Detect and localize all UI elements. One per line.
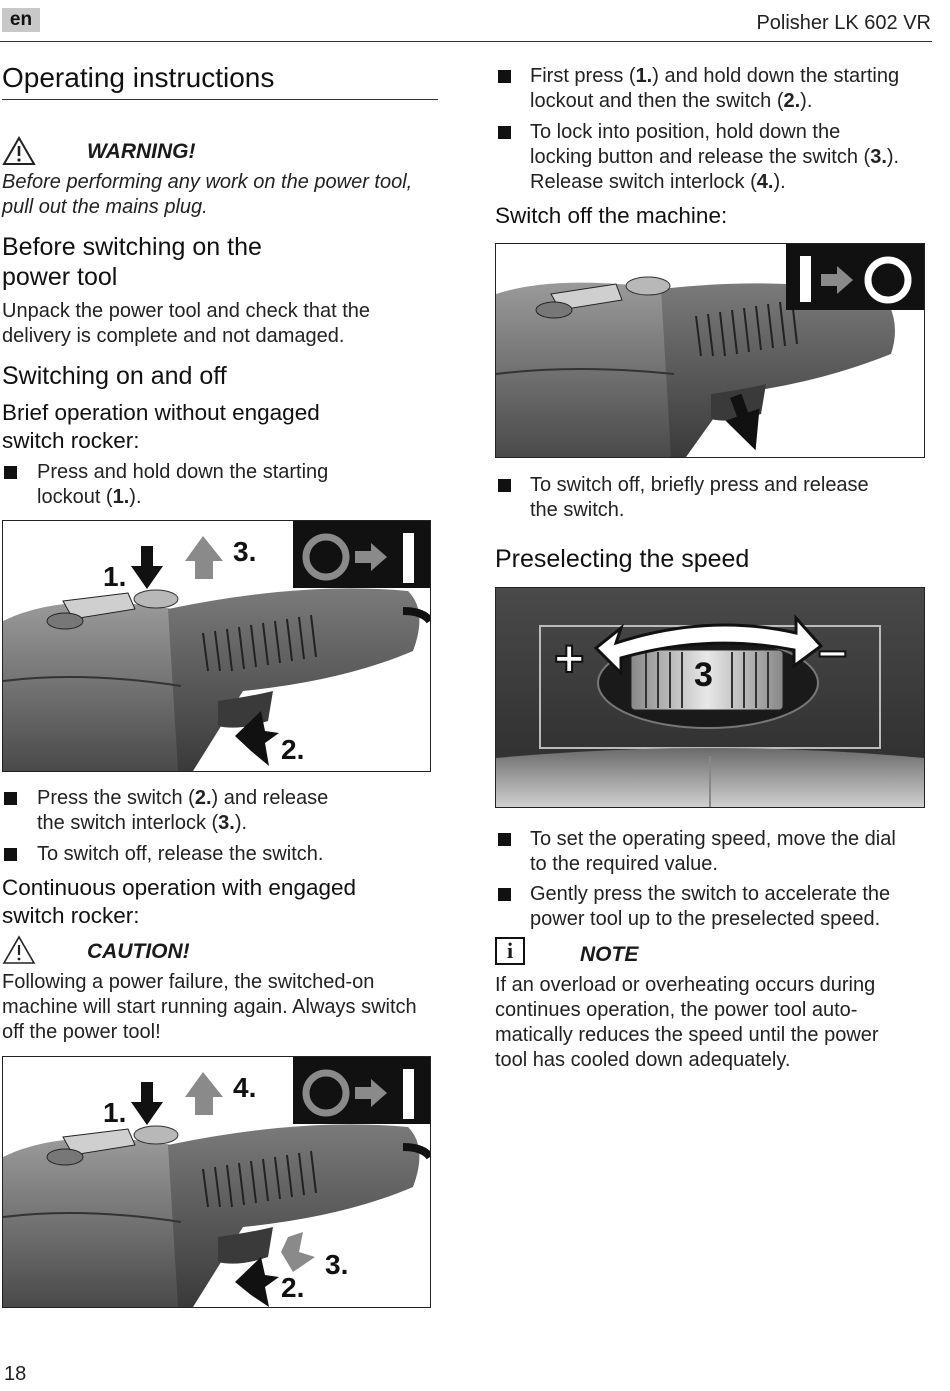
right-b4-line1: To set the operating speed, move the dia… bbox=[530, 828, 896, 850]
preselect-heading: Preselecting the speed bbox=[495, 545, 750, 573]
before-heading-line1: Before switching on the bbox=[2, 233, 262, 261]
fig1-label-1: 1. bbox=[103, 561, 126, 592]
fig1-label-2: 2. bbox=[281, 734, 304, 765]
switch-off-heading: Switch off the machine: bbox=[495, 203, 728, 228]
note-text-line2: continues operation, the power tool auto… bbox=[495, 999, 858, 1021]
note-text-line4: tool has cooled down adequately. bbox=[495, 1049, 791, 1071]
figure-switch-on-brief: 1. 2. 3. bbox=[2, 520, 431, 772]
right-b5-line2: power tool up to the preselected speed. bbox=[530, 908, 881, 930]
switching-heading: Switching on and off bbox=[2, 362, 227, 390]
warning-text-line2: pull out the mains plug. bbox=[2, 196, 208, 218]
bullet-marker bbox=[498, 479, 511, 492]
right-b3-line1: To switch off, briefly press and release bbox=[530, 474, 869, 496]
warning-label: WARNING! bbox=[87, 140, 196, 163]
right-b1-line1: First press (1.) and hold down the start… bbox=[530, 65, 900, 87]
dial-minus-sign: – bbox=[818, 622, 847, 680]
figure-speed-dial: + – 3 bbox=[495, 587, 925, 808]
page-number: 18 bbox=[4, 1363, 27, 1385]
before-text-line2: delivery is complete and not damaged. bbox=[2, 325, 345, 347]
caution-icon bbox=[2, 935, 36, 970]
bullet-marker bbox=[498, 70, 511, 83]
note-label: NOTE bbox=[580, 943, 639, 966]
caution-text-line1: Following a power failure, the switched-… bbox=[2, 971, 375, 993]
bullet1-line1: Press and hold down the starting bbox=[37, 461, 329, 483]
fig1-label-3: 3. bbox=[233, 536, 256, 567]
info-icon: i bbox=[495, 937, 525, 965]
before-heading-line2: power tool bbox=[2, 263, 118, 291]
caution-text-line3: off the power tool! bbox=[2, 1021, 161, 1043]
caution-label: CAUTION! bbox=[87, 940, 190, 963]
right-b4-line2: to the required value. bbox=[530, 853, 718, 875]
dial-value: 3 bbox=[694, 656, 713, 694]
right-b3-line2: the switch. bbox=[530, 499, 625, 521]
warning-icon bbox=[2, 135, 36, 171]
brief-heading-line2: switch rocker: bbox=[2, 428, 140, 453]
right-b2-line1: To lock into position, hold down the bbox=[530, 121, 841, 143]
note-text-line1: If an overload or overheating occurs dur… bbox=[495, 974, 876, 996]
right-b2-line3: Release switch interlock (4.). bbox=[530, 171, 786, 193]
language-badge: en bbox=[2, 8, 40, 32]
bullet-marker bbox=[498, 126, 511, 139]
fig2-label-2: 2. bbox=[281, 1272, 304, 1303]
continuous-heading-line2: switch rocker: bbox=[2, 903, 140, 928]
right-b5-line1: Gently press the switch to accelerate th… bbox=[530, 883, 891, 905]
figure-switch-off bbox=[495, 243, 925, 458]
before-text-line1: Unpack the power tool and check that the bbox=[2, 300, 371, 322]
dial-plus-sign: + bbox=[554, 630, 584, 688]
continuous-heading-line1: Continuous operation with engaged bbox=[2, 875, 357, 900]
bullet-marker bbox=[498, 833, 511, 846]
bullet-marker bbox=[4, 792, 17, 805]
caution-text-line2: machine will start running again. Always… bbox=[2, 996, 417, 1018]
bullet3-text: To switch off, release the switch. bbox=[37, 843, 324, 865]
fig2-label-3: 3. bbox=[325, 1249, 348, 1280]
bullet2-line2: the switch interlock (3.). bbox=[37, 812, 248, 834]
header-rule bbox=[0, 41, 932, 42]
bullet-marker bbox=[4, 848, 17, 861]
fig2-label-1: 1. bbox=[103, 1097, 126, 1128]
brief-heading-line1: Brief operation without engaged bbox=[2, 400, 320, 425]
bullet-marker bbox=[498, 888, 511, 901]
right-b2-line2: locking button and release the switch (3… bbox=[530, 146, 900, 168]
warning-text-line1: Before performing any work on the power … bbox=[2, 171, 413, 193]
bullet2-line1: Press the switch (2.) and release bbox=[37, 787, 329, 809]
heading-rule bbox=[2, 99, 438, 100]
fig2-label-4: 4. bbox=[233, 1072, 256, 1103]
note-text-line3: matically reduces the speed until the po… bbox=[495, 1024, 879, 1046]
bullet-marker bbox=[4, 466, 17, 479]
right-b1-line2: lockout and then the switch (2.). bbox=[530, 90, 813, 112]
page-heading: Operating instructions bbox=[2, 62, 275, 93]
bullet1-line2: lockout (1.). bbox=[37, 486, 142, 508]
figure-switch-on-continuous: 1. 2. 3. 4. bbox=[2, 1056, 431, 1308]
document-title: Polisher LK 602 VR bbox=[756, 12, 931, 34]
